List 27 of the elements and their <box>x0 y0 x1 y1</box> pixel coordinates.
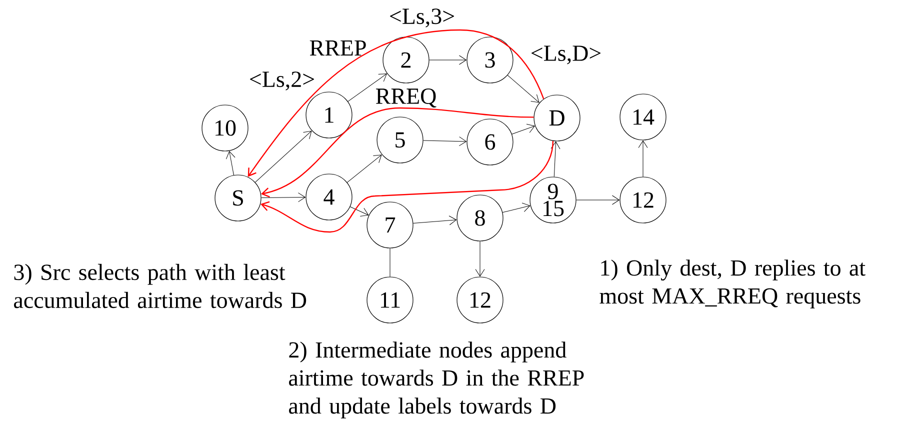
arrow <box>507 75 540 103</box>
arrow <box>550 141 560 177</box>
arrow <box>226 151 236 176</box>
arrow <box>346 154 382 183</box>
arrow <box>423 136 466 146</box>
arrow <box>638 140 648 177</box>
path-label: RREP <box>310 40 366 56</box>
route-arrow <box>248 29 544 177</box>
note-text: 2) Intermediate nodes append airtime towards D in the RREP and update labels towards D <box>289 342 584 418</box>
arrow <box>261 192 306 202</box>
arrow <box>502 202 530 213</box>
route-arrow <box>260 140 554 233</box>
path-label: <Ls,D> <box>532 46 601 64</box>
path-label: <Ls,3> <box>390 8 454 28</box>
arrow <box>512 124 535 134</box>
arrow <box>576 195 620 205</box>
arrow <box>412 216 457 226</box>
route-arrow <box>260 107 534 198</box>
path-label: <Ls,2> <box>250 72 314 90</box>
path-label: RREQ <box>376 88 436 108</box>
arrow <box>475 241 485 276</box>
note-text: 3) Src selects path with least accumulated airtime towards D <box>14 264 306 308</box>
arrow <box>254 130 312 183</box>
note-text: 1) Only dest, D replies to at most MAX_RREQ requests <box>600 260 866 308</box>
arrow <box>429 55 466 65</box>
arrow <box>348 74 387 102</box>
arrow <box>350 206 369 216</box>
